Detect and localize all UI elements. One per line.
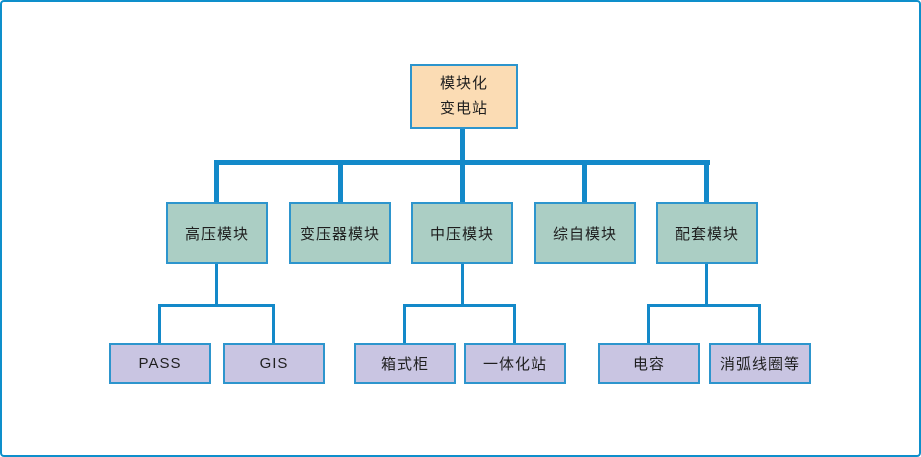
node-gis-label: GIS (259, 355, 289, 372)
connector-drop-integrated-automation (582, 160, 587, 204)
node-integrated-station-label: 一体化站 (482, 356, 547, 373)
node-integrated-station: 一体化站 (464, 343, 566, 384)
connector-drop-medium-voltage (460, 160, 465, 204)
node-modular-substation-label-line1: 模块化 (439, 74, 488, 92)
node-high-voltage-module: 高压模块 (166, 202, 268, 264)
connector-drop-gis (272, 304, 275, 345)
connector-drop-box-type-cabinet (403, 304, 406, 345)
connector-drop-transformer (338, 160, 343, 204)
node-transformer-module-label: 变压器模块 (299, 225, 380, 243)
node-high-voltage-module-label: 高压模块 (184, 225, 249, 243)
node-modular-substation-label-line2: 变电站 (439, 99, 488, 117)
connector-stem-supporting (705, 263, 708, 307)
node-modular-substation: 模块化 变电站 (410, 64, 518, 129)
node-gis: GIS (223, 343, 325, 384)
node-box-type-cabinet-label: 箱式柜 (380, 356, 429, 373)
node-box-type-cabinet: 箱式柜 (354, 343, 456, 384)
node-arc-suppression-coil-label: 消弧线圈等 (719, 356, 800, 373)
node-transformer-module: 变压器模块 (289, 202, 391, 264)
connector-drop-capacitor (647, 304, 650, 345)
connector-drop-integrated-station (513, 304, 516, 345)
connector-stem-medium-voltage (461, 263, 464, 307)
connector-bus-supporting-children (647, 304, 761, 307)
node-medium-voltage-module: 中压模块 (411, 202, 513, 264)
connector-drop-pass (158, 304, 161, 345)
node-integrated-automation-module: 综自模块 (534, 202, 636, 264)
connector-drop-high-voltage (214, 160, 219, 204)
node-supporting-module: 配套模块 (656, 202, 758, 264)
node-pass: PASS (109, 343, 211, 384)
connector-bus-medium-voltage-children (403, 304, 516, 307)
node-integrated-automation-module-label: 综自模块 (552, 225, 617, 243)
connector-drop-supporting (704, 160, 709, 204)
node-supporting-module-label: 配套模块 (674, 225, 739, 243)
connector-drop-arc-suppression-coil (758, 304, 761, 345)
node-pass-label: PASS (138, 355, 182, 372)
node-capacitor: 电容 (598, 343, 700, 384)
node-capacitor-label: 电容 (632, 356, 665, 373)
connector-root-stem (460, 128, 465, 165)
node-medium-voltage-module-label: 中压模块 (429, 225, 494, 243)
connector-stem-high-voltage (215, 263, 218, 307)
connector-bus-high-voltage-children (158, 304, 275, 307)
node-arc-suppression-coil: 消弧线圈等 (709, 343, 811, 384)
